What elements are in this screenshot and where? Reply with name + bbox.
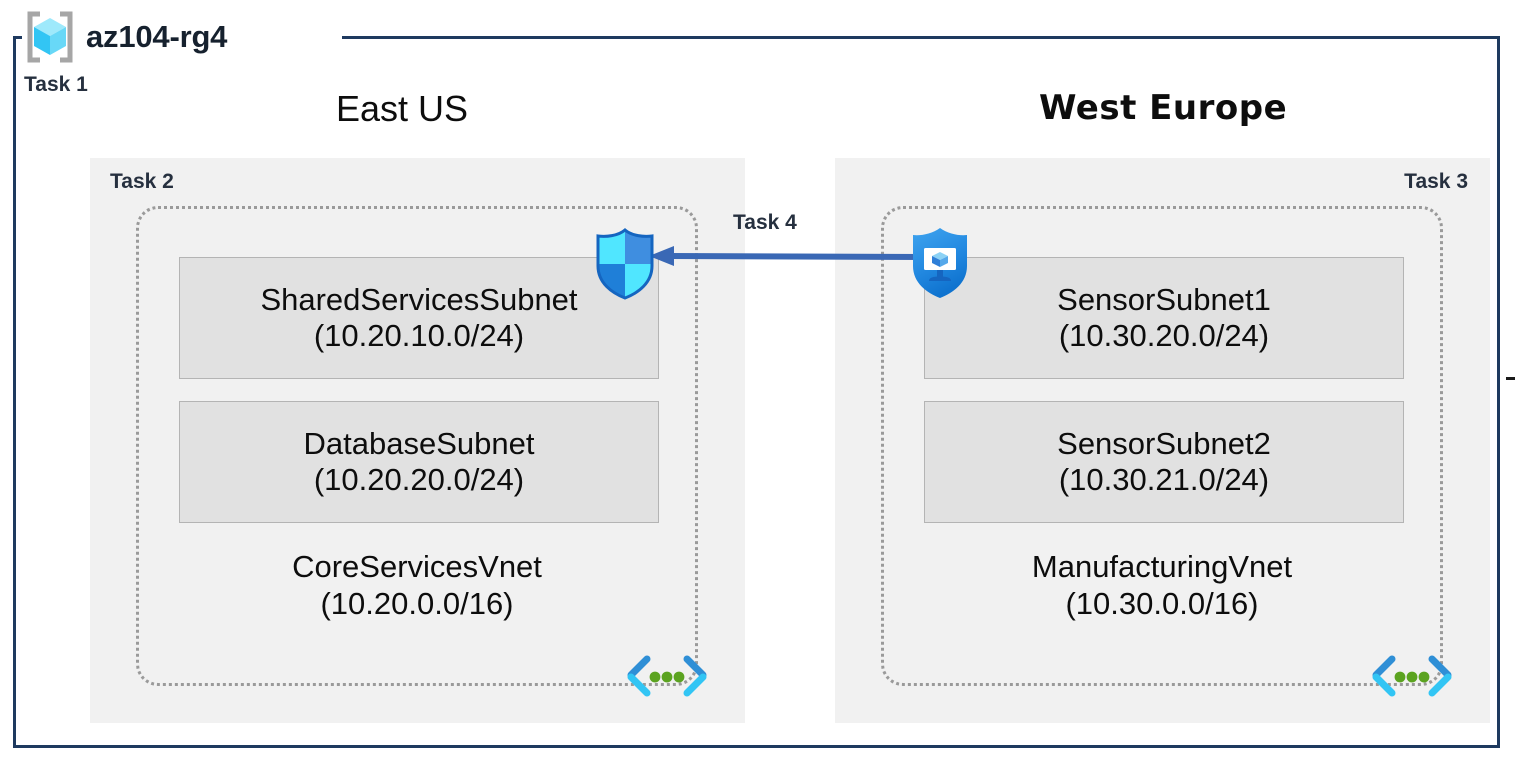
resource-group-name: az104-rg4 — [86, 19, 228, 54]
task1-label: Task 1 — [24, 73, 88, 96]
resource-group-cube-icon — [22, 10, 78, 64]
task3-label: Task 3 — [1404, 170, 1468, 193]
subnet-cidr: (10.30.20.0/24) — [1058, 318, 1270, 353]
vnet-coreservicesvnet: SharedServicesSubnet (10.20.10.0/24) Dat… — [136, 206, 707, 697]
subnet-databasesubnet: DatabaseSubnet (10.20.20.0/24) — [179, 401, 659, 523]
virtual-network-icon — [1370, 655, 1454, 699]
edge-tick-mark — [1506, 377, 1515, 380]
subnet-name: DatabaseSubnet — [303, 426, 535, 462]
subnet-sharedservicessubnet: SharedServicesSubnet (10.20.10.0/24) — [179, 257, 659, 379]
bastion-shield-monitor-icon — [909, 226, 971, 300]
subnet-name: SharedServicesSubnet — [260, 282, 578, 318]
vnet-caption-manufacturingvnet: ManufacturingVnet (10.30.0.0/16) — [884, 549, 1440, 622]
subnet-name: SensorSubnet1 — [1057, 282, 1271, 318]
region-title-west-europe: West Europe — [1039, 88, 1288, 128]
resource-group-container — [13, 36, 1500, 748]
vnet-name: ManufacturingVnet — [1031, 549, 1293, 584]
resource-group-title-mask — [22, 24, 342, 50]
task2-label: Task 2 — [110, 170, 174, 193]
virtual-network-icon — [625, 655, 709, 699]
region-title-east-us: East US — [336, 88, 469, 129]
vnet-name: CoreServicesVnet — [292, 549, 542, 584]
subnet-sensorsubnet1: SensorSubnet1 (10.30.20.0/24) — [924, 257, 1404, 379]
subnet-sensorsubnet2: SensorSubnet2 (10.30.21.0/24) — [924, 401, 1404, 523]
resource-group-header: az104-rg4 — [22, 8, 227, 66]
subnet-cidr: (10.30.21.0/24) — [1058, 462, 1270, 497]
subnet-cidr: (10.20.20.0/24) — [313, 462, 525, 497]
network-security-group-shield-icon — [594, 228, 656, 300]
vnet-caption-coreservicesvnet: CoreServicesVnet (10.20.0.0/16) — [139, 549, 695, 622]
subnet-name: SensorSubnet2 — [1057, 426, 1271, 462]
vnet-cidr: (10.20.0.0/16) — [320, 585, 514, 621]
vnet-peering-arrow — [648, 242, 925, 270]
vnet-manufacturingvnet: SensorSubnet1 (10.30.20.0/24) SensorSubn… — [881, 206, 1452, 697]
subnet-cidr: (10.20.10.0/24) — [313, 318, 525, 353]
task1-leader-line — [13, 44, 15, 154]
vnet-cidr: (10.30.0.0/16) — [1065, 585, 1259, 621]
task4-label: Task 4 — [733, 211, 797, 234]
